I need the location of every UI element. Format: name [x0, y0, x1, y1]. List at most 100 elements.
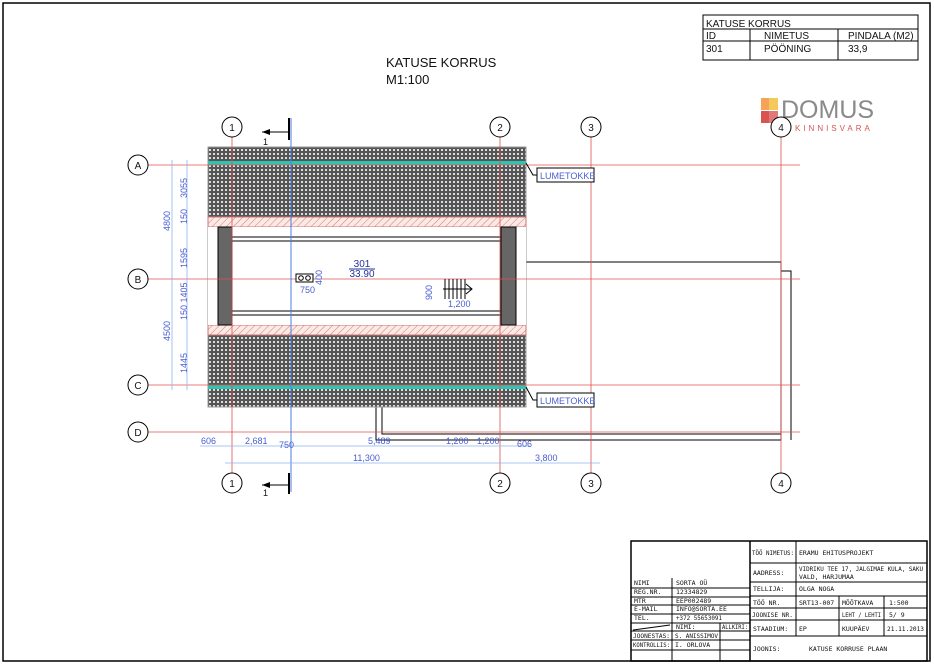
tb-email-label: E-MAIL [634, 605, 658, 613]
tb-date-label: KUUPÄEV [842, 624, 869, 633]
vent-width: 750 [300, 285, 315, 295]
dim-3055: 3055 [179, 178, 189, 198]
svg-text:1: 1 [263, 137, 268, 147]
grid-col-4-bottom: 4 [778, 479, 784, 490]
grid-row-c: C [134, 381, 141, 392]
tb-date: 21.11.2013 [887, 625, 924, 633]
grid-col-2-bottom: 2 [497, 479, 503, 490]
tb-stage: EP [799, 625, 807, 633]
wall-hatch-bottom [207, 324, 527, 336]
attic-room [208, 227, 526, 325]
roof-hatch-icon [443, 279, 473, 299]
tb-stage-label: STAADIUM: [753, 625, 788, 633]
tb-email: INFO@SORTA.EE [676, 605, 727, 613]
dim-1200-a: 1,200 [446, 436, 469, 446]
tb-client: OLGA NOGA [799, 585, 834, 593]
snow-guard-label-top: LUMETOKKE [525, 162, 595, 183]
col-area: PINDALA (M2) [848, 31, 914, 42]
tb-name: SORTA OÜ [676, 578, 707, 587]
dim-150-a: 150 [179, 209, 189, 224]
tb-sign-header: ALLKIRI: [722, 623, 748, 631]
dim-2681: 2,681 [245, 436, 268, 446]
svg-text:LUMETOKKE: LUMETOKKE [540, 171, 595, 181]
logo-sub: KINNISVARA [795, 124, 873, 133]
room-id: 301 [354, 259, 371, 270]
col-id: ID [706, 31, 716, 42]
dim-606-right: 606 [517, 439, 532, 449]
snow-guard-label-bottom: LUMETOKKE [525, 386, 595, 408]
plan-title: KATUSE KORRUS [386, 55, 497, 70]
grid-col-1-bottom: 1 [229, 479, 235, 490]
tb-scale-label: MÕÕTKAVA [842, 598, 873, 607]
tb-checked-by: I. ORLOVA [675, 641, 710, 649]
grid-col-3: 3 [588, 123, 594, 134]
cell-area: 33,9 [848, 44, 868, 55]
tb-scale: 1:500 [889, 599, 909, 607]
tb-mtr: EEP002489 [676, 597, 711, 605]
section-marker-top: 1 [262, 118, 290, 147]
tb-address-label: AADRESS: [753, 569, 784, 577]
vent-height: 400 [314, 270, 324, 285]
room-table-title: KATUSE KORRUS [706, 19, 791, 30]
roof-vent-icon [295, 273, 314, 283]
cell-name: PÖÖNING [764, 43, 811, 55]
grid-col-1: 1 [229, 123, 235, 134]
snow-guard-top [208, 161, 526, 165]
section-marker-bottom: 1 [262, 473, 290, 498]
dim-4500: 4500 [162, 321, 172, 341]
tb-reg-label: REG.NR. [634, 588, 661, 596]
dim-1200-b: 1,200 [477, 436, 500, 446]
dim-3800: 3,800 [535, 453, 558, 463]
dim-4800: 4800 [162, 211, 172, 231]
tb-drawn-label: JOONESTAS: [633, 632, 670, 640]
tb-checked-label: KONTROLLIS: [633, 641, 670, 649]
domus-logo: DOMUS KINNISVARA [761, 96, 874, 133]
grid-row-d: D [134, 428, 141, 439]
beam-top [231, 236, 502, 242]
dimension-lines [171, 160, 600, 464]
dim-150-1405: 150 1405 [179, 282, 189, 320]
logo-name: DOMUS [781, 96, 874, 124]
grid-col-2: 2 [497, 123, 503, 134]
hatch-length: 900 [424, 285, 434, 300]
tb-address-2: VALD, HARJUMAA [799, 573, 854, 581]
tb-drawing-label: JOONIS: [753, 645, 780, 653]
grid-row-a: A [135, 161, 142, 172]
hatch-width: 1,200 [448, 299, 471, 309]
wall-hatch-top [207, 216, 527, 228]
col-name: NIMETUS [764, 31, 809, 42]
title-block [630, 540, 928, 662]
svg-text:LUMETOKKE: LUMETOKKE [540, 396, 595, 406]
tb-sheet-label: LEHT / LEHTI [842, 611, 881, 619]
tb-client-label: TELLIJA: [753, 585, 784, 593]
plan-scale: M1:100 [386, 72, 429, 87]
grid-bubbles [127, 116, 792, 494]
snow-guard-bottom [208, 385, 526, 389]
gable-wall-right [500, 226, 517, 326]
tb-tel-label: TEL. [634, 614, 650, 622]
dim-1595: 1595 [179, 248, 189, 268]
dim-750: 750 [279, 440, 294, 450]
dim-5489: 5,489 [368, 436, 391, 446]
dim-1445: 1445 [179, 353, 189, 373]
tb-drawing-no-label: JOONISE NR. [752, 611, 793, 619]
tb-work-no-label: TÖÖ NR. [753, 598, 780, 607]
room-table: KATUSE KORRUS ID NIMETUS PINDALA (M2) 30… [702, 14, 919, 61]
grid-col-4: 4 [778, 123, 784, 134]
tb-project-label: TÖÖ NIMETUS: [752, 548, 794, 557]
tb-mtr-label: MTR [634, 597, 646, 605]
room-area: 33.90 [349, 269, 374, 280]
gable-wall-left [217, 226, 233, 326]
tb-drawn-by: S. ANISSIMOV [675, 632, 718, 640]
beam-bottom [231, 310, 502, 316]
tb-drawing: KATUSE KORRUSE PLAAN [809, 645, 887, 653]
tb-reg: 12334829 [676, 588, 707, 596]
tb-sign-name-header: NIMI: [676, 623, 696, 631]
dim-606-left: 606 [201, 436, 216, 446]
tb-project: ERAMU EHITUSPROJEKT [799, 549, 873, 557]
grid-row-b: B [135, 275, 142, 286]
tb-tel: +372 55653091 [676, 614, 722, 622]
svg-text:1: 1 [263, 488, 268, 498]
